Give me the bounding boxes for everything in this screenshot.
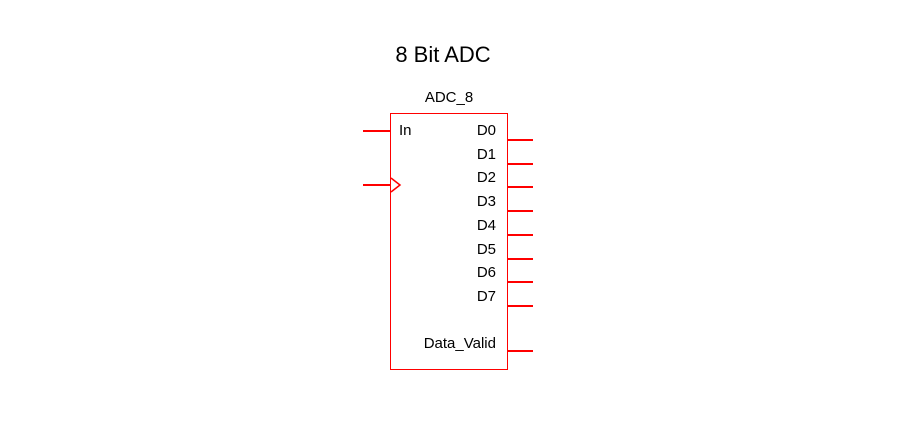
output-pin-wire-d7 bbox=[508, 305, 533, 307]
output-pin-wire-d4 bbox=[508, 234, 533, 236]
adc-symbol-body bbox=[390, 113, 508, 370]
output-pin-label-d5: D5 bbox=[476, 241, 496, 258]
output-pin-wire-d5 bbox=[508, 258, 533, 260]
status-pin-label-data-valid: Data_Valid bbox=[423, 335, 496, 352]
output-pin-label-d2: D2 bbox=[476, 169, 496, 186]
output-pin-label-d0: D0 bbox=[476, 122, 496, 139]
output-pin-wire-d1 bbox=[508, 163, 533, 165]
output-pin-label-d4: D4 bbox=[476, 217, 496, 234]
output-pin-wire-d0 bbox=[508, 139, 533, 141]
output-pin-label-d6: D6 bbox=[476, 264, 496, 281]
output-pin-label-d7: D7 bbox=[476, 288, 496, 305]
component-name: ADC_8 bbox=[424, 89, 474, 106]
output-pin-label-d3: D3 bbox=[476, 193, 496, 210]
output-pin-wire-d2 bbox=[508, 186, 533, 188]
clock-icon bbox=[390, 177, 402, 193]
output-pin-wire-d6 bbox=[508, 281, 533, 283]
output-pin-label-d1: D1 bbox=[476, 146, 496, 163]
input-pin-label-in: In bbox=[399, 122, 412, 139]
input-pin-wire-in bbox=[363, 130, 390, 132]
clock-pin-wire bbox=[363, 184, 390, 186]
output-pin-wire-d3 bbox=[508, 210, 533, 212]
status-pin-wire-data-valid bbox=[508, 350, 533, 352]
schematic-title: 8 Bit ADC bbox=[395, 42, 491, 67]
